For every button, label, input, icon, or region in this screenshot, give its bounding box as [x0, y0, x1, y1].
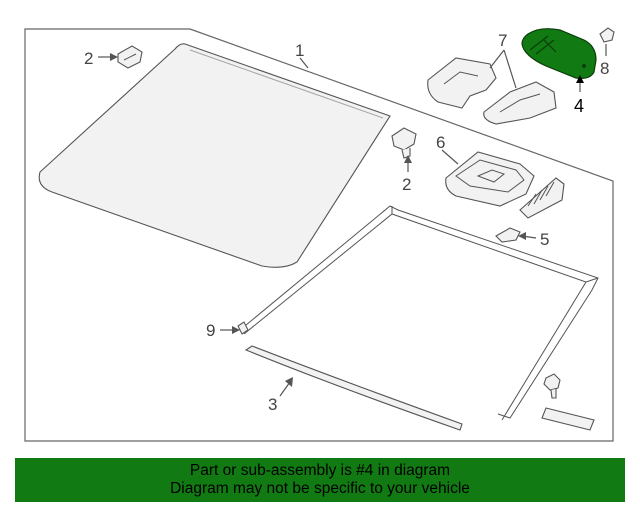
callout-8: 8: [600, 59, 609, 78]
label-plate[interactable]: [541, 407, 595, 431]
leader-1: [299, 57, 309, 69]
arrow-2a: [110, 53, 118, 61]
callout-3: 3: [268, 395, 277, 414]
callout-2-middle: 2: [402, 175, 411, 194]
arrow-3: [285, 377, 293, 387]
leader-6: [441, 149, 459, 165]
arrow-4: [576, 75, 584, 83]
mounting-stud[interactable]: [543, 373, 561, 399]
windshield-glass[interactable]: [38, 43, 391, 268]
callout-4: 4: [574, 96, 584, 116]
leader-lines: [98, 44, 607, 397]
callout-2-upper: 2: [84, 49, 93, 68]
lower-weatherstrip[interactable]: [244, 345, 463, 431]
leader-7a: [489, 49, 505, 69]
leader-3: [279, 381, 291, 397]
parts-diagram: 1 2 2 3 4 5 6 7 8 9: [24, 27, 615, 442]
info-banner: Part or sub-assembly is #4 in diagram Di…: [15, 458, 625, 502]
arrow-5: [518, 232, 526, 240]
leader-7b: [503, 49, 517, 89]
sensor-cover[interactable]: [519, 177, 565, 219]
banner-line-1: Part or sub-assembly is #4 in diagram: [189, 462, 451, 479]
callout-6: 6: [436, 133, 445, 152]
mirror-cover-right[interactable]: [483, 81, 557, 125]
molding-corner-clip[interactable]: [237, 321, 249, 335]
callout-7: 7: [498, 31, 507, 50]
windshield-molding[interactable]: [239, 205, 599, 421]
sensor-bracket[interactable]: [445, 151, 535, 207]
callout-1: 1: [295, 41, 304, 60]
windshield-clip-upper[interactable]: [117, 45, 143, 69]
callout-9: 9: [206, 321, 215, 340]
arrow-9: [232, 326, 240, 334]
banner-line-2: Diagram may not be specific to your vehi…: [170, 480, 470, 497]
callout-5: 5: [540, 230, 549, 249]
mirror-cap[interactable]: [599, 27, 615, 43]
arrow-2b: [404, 155, 412, 163]
mirror-cover-left[interactable]: [427, 57, 497, 109]
rear-view-mirror[interactable]: [521, 28, 597, 79]
windshield-clip-middle[interactable]: [391, 127, 417, 159]
